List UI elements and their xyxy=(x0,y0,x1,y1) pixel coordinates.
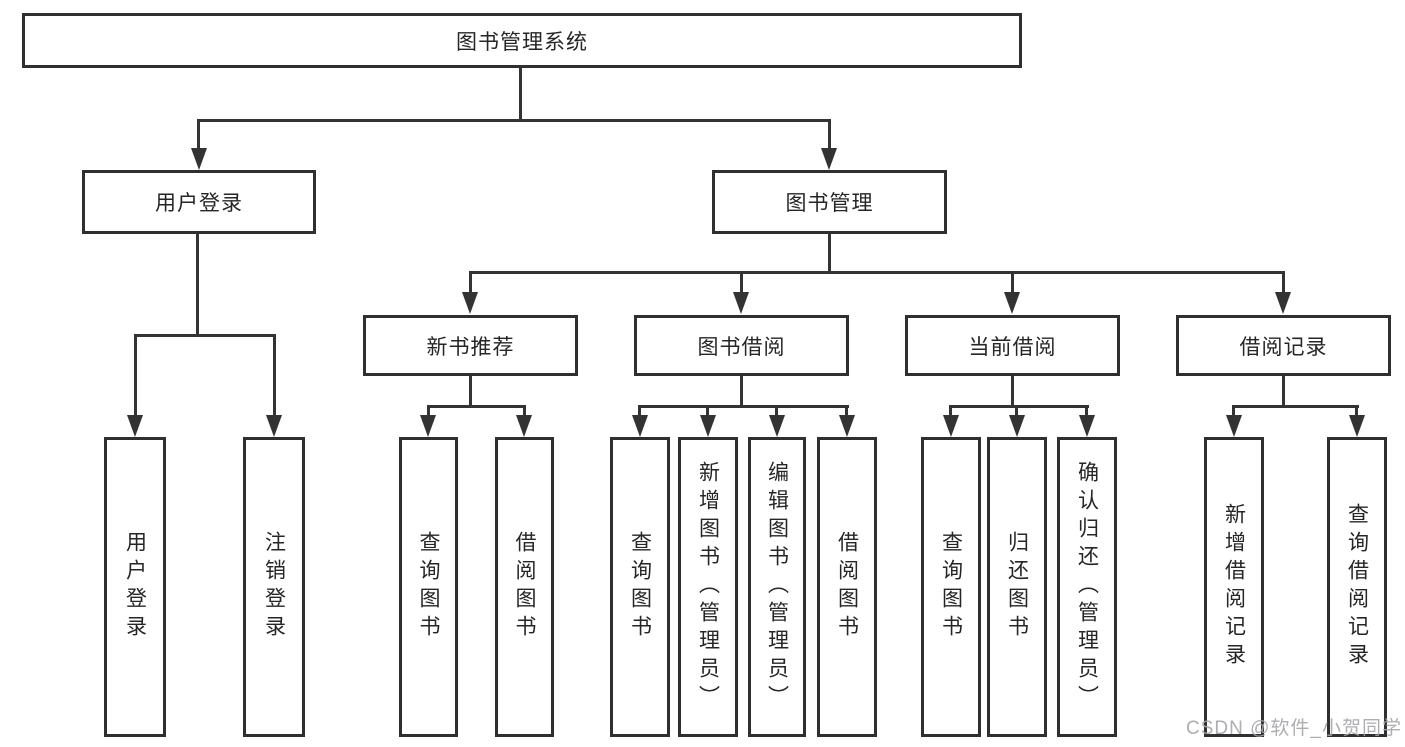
node-leaf-query-books-3: 查询图书 xyxy=(921,437,981,737)
connector-leaf-stem xyxy=(1355,405,1358,417)
node-book-mgmt-label: 图书管理 xyxy=(785,192,874,215)
node-leaf-query-books-2: 查询图书 xyxy=(610,437,670,737)
connector-new-book-drop xyxy=(469,376,472,407)
connector-level2-stem xyxy=(469,271,472,294)
watermark: CSDN @软件_小贺同学 xyxy=(1186,718,1402,739)
node-leaf-return-books: 归还图书 xyxy=(987,437,1047,737)
arrow-down-icon xyxy=(769,415,785,437)
connector-leaf-stem xyxy=(638,405,641,417)
connector-book-mgmt-stem xyxy=(828,119,831,150)
node-leaf-query-books-3-label: 查询图书 xyxy=(939,531,963,643)
connector-level2-stem xyxy=(1011,271,1014,294)
arrow-down-icon xyxy=(700,415,716,437)
connector-leaf-stem xyxy=(427,405,430,417)
arrow-down-icon xyxy=(191,148,207,170)
node-root-label: 图书管理系统 xyxy=(456,30,588,54)
arrow-down-icon xyxy=(632,415,648,437)
connector-book-borrow-hbar xyxy=(638,405,849,408)
arrow-down-icon xyxy=(127,415,143,437)
connector-level2-stem xyxy=(1282,271,1285,294)
node-leaf-logout-label: 注销登录 xyxy=(262,531,286,643)
arrow-down-icon xyxy=(1004,292,1020,314)
node-leaf-borrow-books-1-label: 借阅图书 xyxy=(513,531,536,643)
node-leaf-query-books-2-label: 查询图书 xyxy=(628,531,652,643)
node-leaf-query-borrow-record: 查询借阅记录 xyxy=(1327,437,1387,737)
connector-leaf-stem xyxy=(775,405,778,417)
node-leaf-confirm-return-admin-label: 确认归还（管理员） xyxy=(1075,461,1099,713)
node-leaf-logout: 注销登录 xyxy=(243,437,305,737)
node-leaf-confirm-return-admin: 确认归还（管理员） xyxy=(1057,437,1117,737)
node-current-borrow: 当前借阅 xyxy=(905,315,1120,376)
node-leaf-borrow-books-2: 借阅图书 xyxy=(817,437,877,737)
node-leaf-borrow-books-1: 借阅图书 xyxy=(495,437,554,737)
node-borrow-records: 借阅记录 xyxy=(1176,315,1391,376)
node-leaf-query-borrow-record-label: 查询借阅记录 xyxy=(1345,503,1369,671)
node-current-borrow-label: 当前借阅 xyxy=(968,335,1057,359)
node-leaf-edit-books-admin: 编辑图书（管理员） xyxy=(748,437,806,737)
arrow-down-icon xyxy=(420,415,436,437)
connector-book-borrow-drop xyxy=(740,376,743,407)
connector-borrow-records-drop xyxy=(1282,376,1285,407)
node-root: 图书管理系统 xyxy=(22,13,1022,68)
node-new-book-recommend: 新书推荐 xyxy=(363,315,578,376)
node-leaf-add-books-admin: 新增图书（管理员） xyxy=(678,437,738,737)
connector-root-stem xyxy=(519,68,522,120)
node-leaf-return-books-label: 归还图书 xyxy=(1005,531,1029,643)
node-leaf-add-books-admin-label: 新增图书（管理员） xyxy=(696,461,720,713)
connector-book-mgmt-hbar xyxy=(469,271,1285,274)
connector-leaf-stem xyxy=(706,405,709,417)
connector-leaf-stem xyxy=(1085,405,1088,417)
node-new-book-recommend-label: 新书推荐 xyxy=(426,335,515,359)
connector-book-mgmt-drop xyxy=(828,234,831,273)
node-leaf-user-login-label: 用户登录 xyxy=(123,531,147,643)
node-leaf-borrow-books-2-label: 借阅图书 xyxy=(835,531,859,643)
connector-leaf-stem xyxy=(134,334,137,417)
connector-borrow-records-hbar xyxy=(1232,405,1359,408)
node-user-login-label: 用户登录 xyxy=(155,192,243,215)
connector-leaf-stem xyxy=(1015,405,1018,417)
connector-user-login-drop xyxy=(196,234,199,336)
node-leaf-user-login: 用户登录 xyxy=(104,437,166,737)
node-leaf-add-borrow-record-label: 新增借阅记录 xyxy=(1222,503,1246,671)
arrow-down-icon xyxy=(462,292,478,314)
connector-leaf-stem xyxy=(273,334,276,417)
node-borrow-records-label: 借阅记录 xyxy=(1239,335,1328,359)
arrow-down-icon xyxy=(943,415,959,437)
connector-user-login-stem xyxy=(197,119,200,150)
connector-leaf-stem xyxy=(1232,405,1235,417)
arrow-down-icon xyxy=(1079,415,1095,437)
connector-current-borrow-hbar xyxy=(949,405,1089,408)
arrow-down-icon xyxy=(1226,415,1242,437)
arrow-down-icon xyxy=(839,415,855,437)
node-book-borrow-label: 图书借阅 xyxy=(697,335,786,359)
node-book-mgmt: 图书管理 xyxy=(712,170,947,234)
node-user-login: 用户登录 xyxy=(82,170,316,234)
arrow-down-icon xyxy=(1009,415,1025,437)
arrow-down-icon xyxy=(266,415,282,437)
connector-current-borrow-drop xyxy=(1011,376,1014,407)
arrow-down-icon xyxy=(1275,292,1291,314)
node-leaf-edit-books-admin-label: 编辑图书（管理员） xyxy=(765,461,789,713)
connector-leaf-stem xyxy=(949,405,952,417)
connector-leaf-stem xyxy=(845,405,848,417)
node-leaf-add-borrow-record: 新增借阅记录 xyxy=(1204,437,1264,737)
node-leaf-query-books-1-label: 查询图书 xyxy=(417,531,440,643)
arrow-down-icon xyxy=(1349,415,1365,437)
node-leaf-query-books-1: 查询图书 xyxy=(399,437,458,737)
arrow-down-icon xyxy=(516,415,532,437)
connector-leaf-stem xyxy=(523,405,526,417)
arrow-down-icon xyxy=(821,148,837,170)
connector-root-hbar xyxy=(198,119,831,122)
connector-user-login-hbar xyxy=(134,334,276,337)
arrow-down-icon xyxy=(733,292,749,314)
connector-new-book-hbar xyxy=(427,405,526,408)
connector-level2-stem xyxy=(740,271,743,294)
node-book-borrow: 图书借阅 xyxy=(634,315,849,376)
